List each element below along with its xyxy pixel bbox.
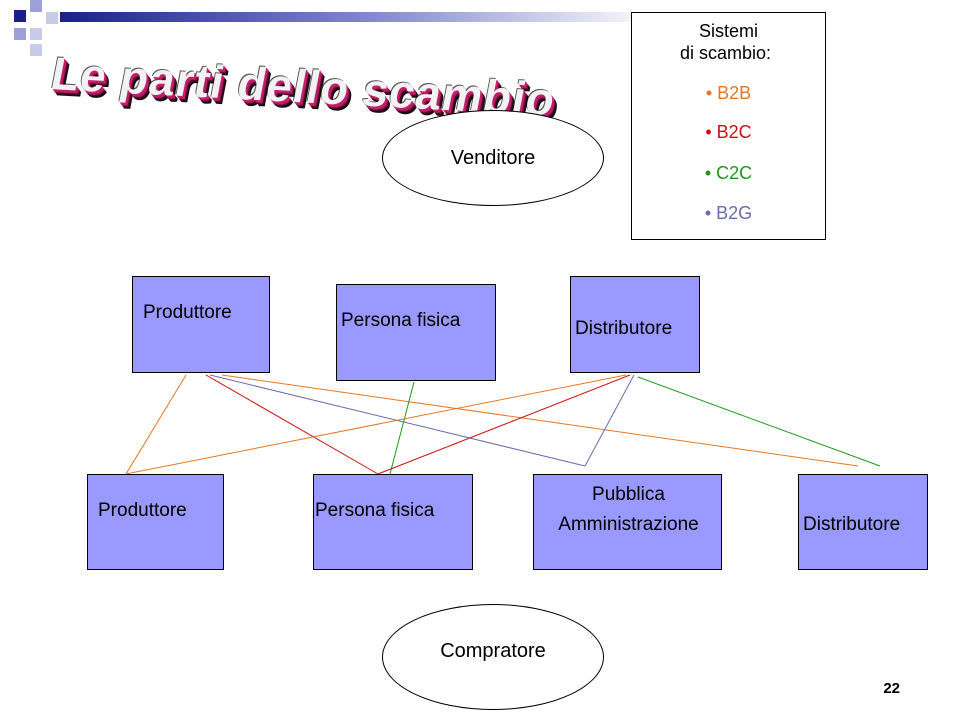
legend-item-c2c: • C2C xyxy=(704,163,753,183)
buyer-box-produttore: Produttore xyxy=(87,474,224,570)
buyer-ellipse: Compratore xyxy=(382,604,604,710)
seller-persona-fisica-label: Persona fisica xyxy=(341,310,461,331)
seller-label: Venditore xyxy=(450,146,536,169)
corner-square-4 xyxy=(14,28,26,40)
legend-item-b2b: • B2B xyxy=(705,83,752,103)
corner-square-6 xyxy=(30,44,42,56)
buyer-persona-fisica-label: Persona fisica xyxy=(315,500,435,521)
seller-ellipse: Venditore xyxy=(382,110,604,206)
title-gradient-bar xyxy=(60,12,660,22)
buyer-box-persona-fisica: Persona fisica xyxy=(313,474,473,570)
buyer-label: Compratore xyxy=(440,639,546,662)
buyer-pubblica-amministrazione-label-line2: Amministrazione xyxy=(558,514,699,535)
link-b2b-produttore-distributore xyxy=(221,374,859,467)
seller-produttore-label: Produttore xyxy=(143,302,232,323)
buyer-box-distributore: Distributore xyxy=(798,474,928,570)
link-b2g-distributore-pubblica-amministrazione xyxy=(584,374,635,467)
link-distributore-distributore xyxy=(637,376,881,467)
buyer-pubblica-amministrazione-label-line1: Pubblica xyxy=(592,484,665,505)
legend-heading-line1: Sistemi xyxy=(698,21,758,41)
corner-square-1 xyxy=(14,10,26,22)
seller-distributore-label: Distributore xyxy=(575,318,673,339)
legend-item-b2c: • B2C xyxy=(705,122,752,142)
seller-box-produttore: Produttore xyxy=(132,276,270,373)
corner-square-2 xyxy=(30,0,42,12)
buyer-box-pubblica-amministrazione: Pubblica Amministrazione xyxy=(533,474,722,570)
buyer-distributore-label: Distributore xyxy=(803,514,901,535)
link-b2b-distributore-produttore xyxy=(125,374,627,475)
corner-square-3 xyxy=(46,12,58,24)
link-c2c-persona-fisica-persona-fisica xyxy=(389,381,415,475)
legend-heading-line2: di scambio: xyxy=(679,43,772,63)
seller-box-distributore: Distributore xyxy=(570,276,700,373)
page-number: 22 xyxy=(883,680,900,697)
exchange-systems-legend: Sistemi di scambio: • B2B • B2C • C2C • … xyxy=(631,12,826,240)
buyer-produttore-label: Produttore xyxy=(98,500,187,521)
link-b2c-distributore-persona-fisica xyxy=(377,374,631,475)
corner-square-5 xyxy=(30,28,42,40)
seller-box-persona-fisica: Persona fisica xyxy=(336,284,496,381)
legend-item-b2g: • B2G xyxy=(704,203,753,223)
link-b2c-produttore-persona-fisica xyxy=(205,374,379,475)
link-b2b-produttore-produttore xyxy=(125,374,187,475)
